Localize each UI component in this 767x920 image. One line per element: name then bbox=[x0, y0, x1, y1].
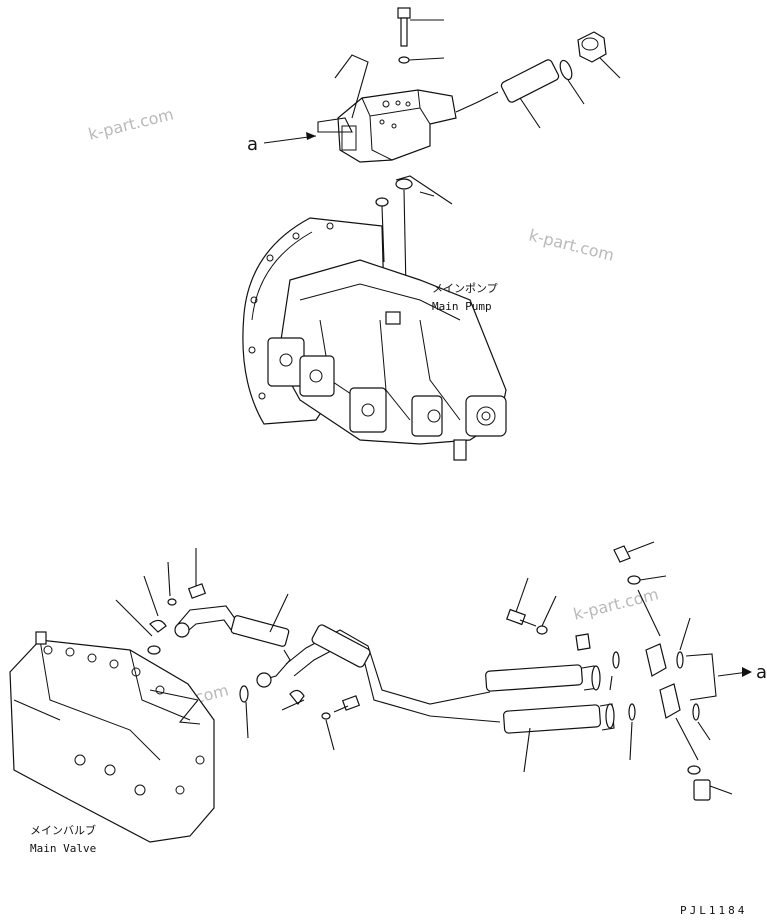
top-washer bbox=[398, 56, 410, 64]
hose-assembly-right: a bbox=[485, 541, 767, 801]
hose-upper-left bbox=[230, 615, 290, 647]
top-hose bbox=[500, 59, 560, 103]
top-bolt bbox=[397, 7, 411, 19]
drawing-code: PJL1184 bbox=[680, 904, 747, 917]
top-o-ring bbox=[559, 59, 573, 81]
main-pump: メインポンプ Main Pump bbox=[242, 175, 507, 461]
hose-long-middle bbox=[311, 624, 371, 668]
top-plug bbox=[577, 31, 607, 63]
pump-body bbox=[277, 259, 507, 445]
main-valve-body bbox=[9, 639, 215, 843]
hose-right-lower bbox=[503, 704, 601, 734]
arrow-a-right-label: a bbox=[756, 662, 767, 683]
main-pump-label-en: Main Pump bbox=[432, 300, 492, 313]
watermark-1: k-part.com bbox=[86, 104, 175, 144]
main-valve-label-en: Main Valve bbox=[30, 842, 96, 855]
main-valve-label-jp: メインバルブ bbox=[30, 823, 96, 837]
watermark-2: k-part.com bbox=[527, 225, 616, 265]
arrow-a-left-label: a bbox=[247, 134, 258, 155]
hose-assembly-left bbox=[115, 548, 501, 751]
hose-right-upper bbox=[485, 664, 583, 692]
watermark-3: k-part.com bbox=[571, 584, 660, 624]
top-valve-assembly: a bbox=[247, 7, 621, 163]
main-pump-label-jp: メインポンプ bbox=[432, 282, 498, 295]
main-valve: メインバルブ Main Valve bbox=[9, 631, 215, 855]
